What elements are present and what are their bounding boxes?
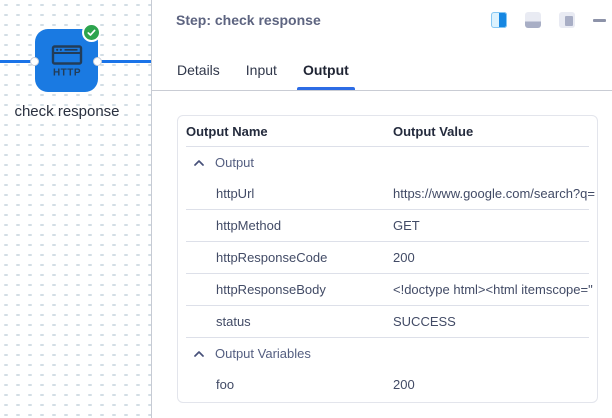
check-circle-icon [82,23,101,42]
output-name-cell: status [216,314,251,329]
tab-output[interactable]: Output [296,62,355,90]
output-value-cell: 200 [393,250,415,265]
output-value-cell: https://www.google.com/search?q= [393,186,595,201]
output-value-cell: 200 [393,377,415,392]
panel-title: Step: check response [176,12,321,28]
group-row-output[interactable]: Output [178,147,597,178]
column-header-output-value: Output Value [393,123,474,139]
table-row: httpUrl https://www.google.com/search?q= [178,178,597,209]
layout-bottom-icon[interactable] [525,12,541,28]
table-divider [186,209,589,210]
output-table: Output Name Output Value Output httpUrl … [177,115,598,403]
output-name-cell: httpUrl [216,186,255,201]
minimize-icon[interactable] [593,18,606,22]
table-divider [186,241,589,242]
output-name-cell: httpResponseCode [216,250,328,265]
table-row: foo 200 [178,369,597,400]
table-header-row: Output Name Output Value [178,116,597,146]
chevron-up-icon[interactable] [194,350,204,357]
node-type-label: HTTP [52,67,80,78]
table-divider [186,305,589,306]
table-row: httpResponseCode 200 [178,242,597,273]
table-divider [186,337,589,338]
table-row: httpMethod GET [178,210,597,241]
layout-split-right-icon[interactable] [491,12,507,28]
node-port-right[interactable] [93,57,102,66]
step-details-panel: Step: check response Details Input Outpu… [152,0,612,418]
panel-divider [151,0,152,418]
panel-header: Step: check response [152,12,606,28]
tab-details[interactable]: Details [177,62,220,78]
column-header-output-name: Output Name [186,123,268,139]
group-label: Output Variables [215,346,311,361]
table-divider [186,273,589,274]
tab-input[interactable]: Input [245,62,277,78]
panel-layout-controls [491,12,606,28]
chevron-up-icon[interactable] [194,159,204,166]
panel-tabs: Details Input Output [177,62,375,90]
table-row: status SUCCESS [178,306,597,337]
layout-float-icon[interactable] [559,12,575,28]
node-label: check response [14,103,120,120]
output-value-cell: SUCCESS [393,314,456,329]
output-value-cell: <!doctype html><html itemscope=" [393,282,593,297]
output-name-cell: httpMethod [216,218,282,233]
table-row: httpResponseBody <!doctype html><html it… [178,274,597,305]
group-row-output-variables[interactable]: Output Variables [178,338,597,369]
tabbar-divider [152,90,612,91]
table-divider [186,146,589,147]
output-name-cell: foo [216,377,235,392]
http-browser-icon: HTTP [51,44,82,78]
output-value-cell: GET [393,218,420,233]
group-label: Output [215,155,255,170]
node-port-left[interactable] [30,57,39,66]
output-name-cell: httpResponseBody [216,282,326,297]
